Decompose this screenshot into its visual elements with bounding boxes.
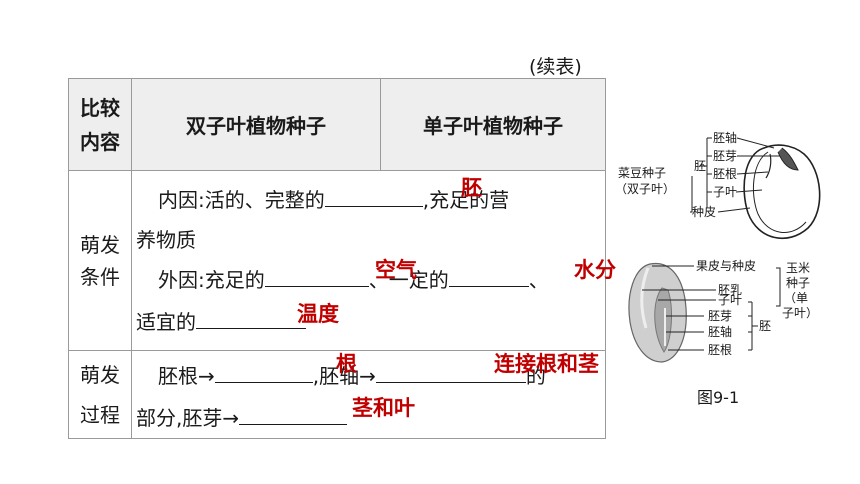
bean-part-cotyledon: 子叶 bbox=[713, 185, 738, 199]
answer-root: 根 bbox=[336, 352, 357, 376]
answer-embryo: 胚 bbox=[461, 176, 482, 200]
blank-temperature[interactable] bbox=[196, 306, 306, 329]
bean-part-plumule: 胚芽 bbox=[713, 149, 738, 163]
bean-leader-lines bbox=[690, 137, 780, 213]
external-line-2: 适宜的 bbox=[136, 303, 306, 341]
corn-title-4: 子叶） bbox=[782, 306, 819, 320]
external-line: 外因:充足的、一定的、 bbox=[158, 261, 549, 299]
bean-title-2: （双子叶） bbox=[615, 182, 676, 196]
blank-stem-leaf[interactable] bbox=[239, 402, 348, 425]
corn-title-3: （单 bbox=[784, 291, 809, 305]
answer-water: 水分 bbox=[574, 258, 616, 282]
bean-seed-coat: 种皮 bbox=[692, 205, 717, 219]
continued-label: (续表) bbox=[529, 56, 582, 78]
process-line: 胚根→,胚轴→的 bbox=[158, 357, 546, 395]
answer-temperature: 温度 bbox=[297, 302, 339, 326]
row-label-conditions: 萌发条件 bbox=[68, 170, 132, 351]
header-dicot: 双子叶植物种子 bbox=[131, 78, 381, 171]
answer-air: 空气 bbox=[375, 258, 417, 282]
corn-part-cotyledon: 子叶 bbox=[718, 293, 743, 307]
corn-pericarp: 果皮与种皮 bbox=[696, 259, 757, 273]
corn-seed-drawing bbox=[628, 262, 687, 363]
process-line-2: 部分,胚芽→ bbox=[136, 399, 348, 437]
comparison-table: 比较内容 双子叶植物种子 单子叶植物种子 萌发条件 内因:活的、完整的,充足的营… bbox=[68, 78, 616, 439]
corn-leader-lines bbox=[642, 265, 781, 351]
blank-air[interactable] bbox=[264, 264, 369, 287]
internal-line-2: 养物质 bbox=[136, 228, 196, 252]
corn-part-radicle: 胚根 bbox=[708, 343, 733, 357]
header-compare-text: 比较内容 bbox=[80, 95, 120, 154]
figure-caption: 图9-1 bbox=[697, 388, 740, 407]
seed-diagram bbox=[628, 137, 821, 363]
corn-part-plumule: 胚芽 bbox=[708, 309, 733, 323]
bean-part-hypocotyl: 胚轴 bbox=[713, 131, 738, 145]
corn-embryo-label: 胚 bbox=[759, 319, 772, 333]
blank-root[interactable] bbox=[214, 360, 313, 383]
answer-stem-leaf: 茎和叶 bbox=[352, 396, 415, 420]
header-compare: 比较内容 bbox=[68, 78, 132, 171]
corn-title-2: 种子 bbox=[786, 276, 811, 290]
process-cell: 胚根→,胚轴→的 部分,胚芽→ 根 连接根和茎 茎和叶 bbox=[131, 350, 606, 439]
answer-connect: 连接根和茎 bbox=[494, 352, 599, 376]
bean-part-radicle: 胚根 bbox=[713, 167, 738, 181]
corn-part-hypocotyl: 胚轴 bbox=[708, 325, 733, 339]
seed-figure: 菜豆种子 （双子叶） 胚 胚轴 胚芽 胚根 子叶 种皮 果皮与种皮 胚乳 子叶 … bbox=[612, 118, 848, 418]
row-label-process: 萌发过程 bbox=[68, 350, 132, 439]
blank-water[interactable] bbox=[448, 264, 529, 287]
bean-embryo-label: 胚 bbox=[694, 159, 707, 173]
bean-title-1: 菜豆种子 bbox=[618, 166, 667, 180]
bean-seed-drawing bbox=[743, 144, 821, 240]
corn-title-1: 玉米 bbox=[786, 261, 811, 275]
internal-line: 内因:活的、完整的,充足的营 bbox=[158, 181, 509, 219]
conditions-cell: 内因:活的、完整的,充足的营 养物质 外因:充足的、一定的、 适宜的 胚 空气 … bbox=[131, 170, 616, 351]
row-label-process-text: 萌发过程 bbox=[80, 362, 120, 427]
header-monocot: 单子叶植物种子 bbox=[380, 78, 606, 171]
blank-connect[interactable] bbox=[375, 360, 526, 383]
row-label-conditions-text: 萌发条件 bbox=[80, 232, 120, 289]
blank-embryo[interactable] bbox=[324, 184, 423, 207]
corn-endosperm: 胚乳 bbox=[718, 283, 743, 297]
